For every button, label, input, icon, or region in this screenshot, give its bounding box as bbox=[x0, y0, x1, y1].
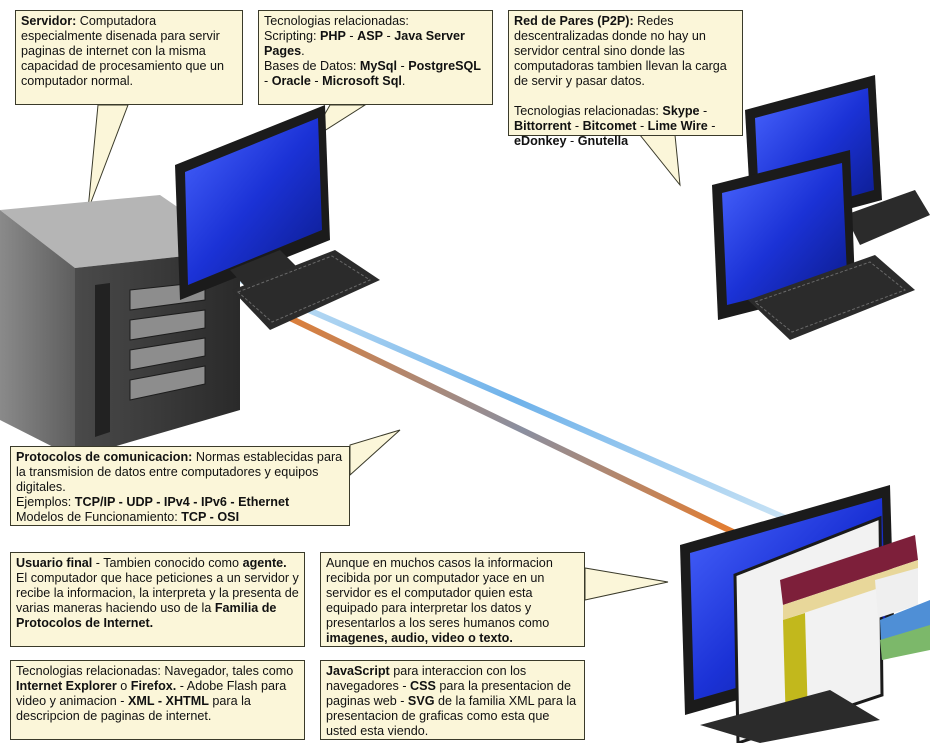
cable-server-client-blue bbox=[238, 277, 792, 523]
callout-pointer bbox=[638, 134, 681, 187]
browser-window-icon bbox=[733, 515, 930, 743]
separator: - bbox=[397, 59, 409, 73]
keyboard-icon bbox=[845, 190, 930, 245]
note-text: Computadora especialmente disenada para … bbox=[21, 14, 225, 88]
tech-firefox: Firefox. bbox=[130, 679, 177, 693]
note-text: Aunque en muchos casos la informacion re… bbox=[326, 556, 553, 630]
note-title: Red de Pares (P2P): bbox=[514, 14, 634, 28]
tech-skype: Skype bbox=[662, 104, 700, 118]
keyboard-icon bbox=[700, 690, 880, 743]
note-text: - Tambien conocido como bbox=[92, 556, 243, 570]
separator: . bbox=[401, 74, 406, 88]
tech-jsp: Java Server Pages bbox=[264, 29, 465, 58]
note-web: JavaScript para interaccion con los nave… bbox=[320, 660, 585, 740]
tech-limewire: Lime Wire bbox=[647, 119, 708, 133]
protocol-models: TCP - OSI bbox=[181, 510, 240, 524]
note-text: Tecnologias relacionadas: Navegador, tal… bbox=[16, 664, 294, 678]
protocol-examples: TCP/IP - UDP - IPv4 - IPv6 - Ethernet bbox=[74, 495, 290, 509]
separator: - bbox=[383, 29, 395, 43]
cable-server-client-orange bbox=[230, 287, 762, 548]
separator: . bbox=[301, 44, 305, 58]
note-text: Redes descentralizadas donde no hay un s… bbox=[514, 14, 727, 88]
tech-css: CSS bbox=[410, 679, 436, 693]
note-text: para la presentacion de paginas web - bbox=[326, 679, 572, 708]
callout-pointer bbox=[584, 567, 669, 601]
note-text: Scripting: bbox=[264, 29, 320, 43]
separator: - bbox=[264, 74, 272, 88]
keyword-familia-protocolos: Familia de Protocolos de Internet. bbox=[16, 601, 277, 630]
tech-php: PHP bbox=[320, 29, 346, 43]
tech-asp: ASP bbox=[357, 29, 384, 43]
note-tecnologias-cliente: Tecnologias relacionadas: Navegador, tal… bbox=[10, 660, 305, 740]
callout-pointer bbox=[349, 429, 401, 477]
note-title: Servidor: bbox=[21, 14, 77, 28]
tech-bittorrent: Bittorrent bbox=[514, 119, 572, 133]
note-servidor: Servidor: Computadora especialmente dise… bbox=[15, 10, 243, 105]
keyword-medios: imagenes, audio, video o texto. bbox=[326, 631, 513, 645]
keyboard-icon bbox=[232, 250, 380, 330]
note-text: Tecnologias relacionadas: bbox=[514, 104, 663, 118]
note-tecnologias-servidor: Tecnologias relacionadas: Scripting: PHP… bbox=[258, 10, 493, 105]
callout-pointer bbox=[87, 104, 129, 211]
keyword-agente: agente. bbox=[242, 556, 287, 570]
tech-oracle: Oracle bbox=[271, 74, 311, 88]
tech-xml-xhtml: XML - XHTML bbox=[128, 694, 209, 708]
tech-svg: SVG bbox=[407, 694, 435, 708]
note-text: - Adobe Flash para video y animacion - bbox=[16, 679, 287, 708]
tech-bitcomet: Bitcomet bbox=[582, 119, 637, 133]
tech-javascript: JavaScript bbox=[326, 664, 390, 678]
note-text: para la descripcion de paginas de intern… bbox=[16, 694, 251, 723]
note-interpretacion: Aunque en muchos casos la informacion re… bbox=[320, 552, 585, 647]
note-title: Protocolos de comunicacion: bbox=[16, 450, 193, 464]
tech-edonkey: eDonkey bbox=[514, 134, 567, 148]
tech-postgresql: PostgreSQL bbox=[408, 59, 481, 73]
note-text: Tecnologias relacionadas: bbox=[264, 14, 409, 28]
note-text: Ejemplos: bbox=[16, 495, 75, 509]
monitor-icon bbox=[175, 105, 330, 300]
note-text: de la familia XML para la presentacion d… bbox=[326, 694, 577, 738]
note-text: Bases de Datos: bbox=[264, 59, 360, 73]
note-p2p: Red de Pares (P2P): Redes descentralizad… bbox=[508, 10, 743, 148]
tech-mysql: MySql bbox=[359, 59, 397, 73]
note-text: Normas establecidas para la transmision … bbox=[16, 450, 343, 494]
note-protocolos: Protocolos de comunicacion: Normas estab… bbox=[10, 446, 350, 526]
keyboard-icon bbox=[748, 255, 915, 340]
note-text: Modelos de Funcionamiento: bbox=[16, 510, 182, 524]
note-title: Usuario final bbox=[16, 556, 93, 570]
separator: - bbox=[310, 74, 323, 88]
tech-gnutella: Gnutella bbox=[577, 134, 629, 148]
note-text: para interaccion con los navegadores - bbox=[326, 664, 527, 693]
tech-mssql: Microsoft Sql bbox=[322, 74, 402, 88]
note-text: El computador que hace peticiones a un s… bbox=[16, 571, 299, 615]
note-text: o bbox=[116, 679, 131, 693]
note-usuario-final: Usuario final - Tambien conocido como ag… bbox=[10, 552, 305, 647]
tech-internet-explorer: Internet Explorer bbox=[16, 679, 117, 693]
separator: - bbox=[345, 29, 358, 43]
